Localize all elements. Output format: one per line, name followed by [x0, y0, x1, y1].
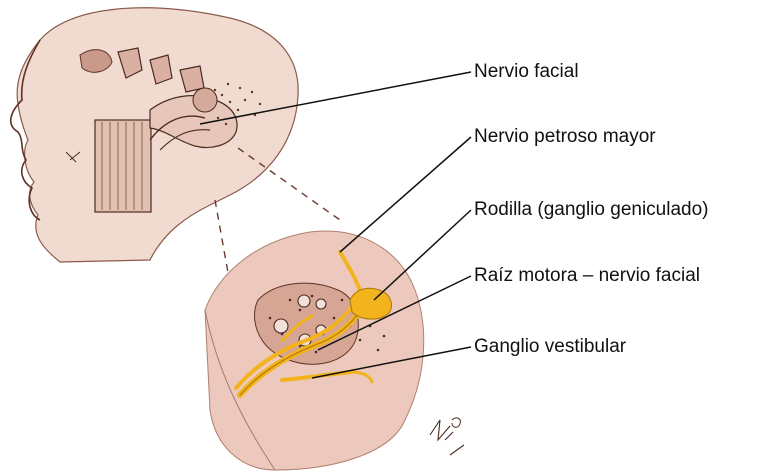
label-raiz-motora: Raíz motora – nervio facial: [474, 265, 700, 287]
label-nervio-petroso-mayor: Nervio petroso mayor: [474, 126, 656, 148]
magnified-inset: [205, 231, 464, 470]
label-ganglio-vestibular: Ganglio vestibular: [474, 336, 626, 358]
label-rodilla: Rodilla (ganglio geniculado): [474, 199, 709, 221]
geniculate-ganglion: [350, 288, 391, 319]
head-profile-sketch: [11, 8, 298, 262]
label-nervio-facial: Nervio facial: [474, 61, 579, 83]
leader-nervio-petroso: [340, 137, 471, 252]
